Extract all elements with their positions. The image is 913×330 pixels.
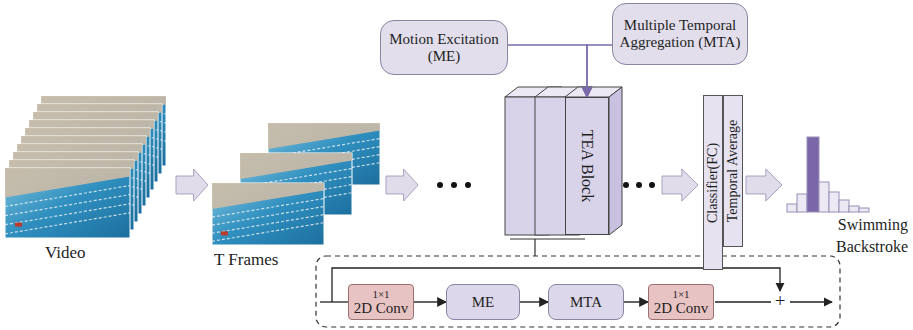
connector-arrow [508, 45, 587, 97]
class-bar [787, 204, 797, 212]
output-arrow [790, 301, 832, 302]
node-text: ME [472, 294, 495, 311]
class-bar [839, 200, 849, 212]
swimmer [221, 231, 228, 235]
pool-deck [268, 123, 380, 149]
connector-arrow [414, 301, 446, 302]
slab-side [609, 87, 622, 235]
input-label: Video [45, 243, 125, 263]
conv-box: 1×12D Conv [348, 284, 414, 320]
node-text: Temporal Average [726, 120, 740, 223]
node-text: TEA Block [579, 130, 595, 202]
lane-rope [212, 199, 324, 218]
tea-slab [565, 87, 622, 235]
ellipsis-dot [465, 182, 471, 188]
module-box: Multiple Temporal Aggregation (MTA) [612, 3, 748, 65]
connector-arrow [624, 301, 648, 302]
conv-box: 1×12D Conv [648, 284, 714, 320]
kernel-size: 1×1 [372, 288, 389, 300]
block-bracket [510, 239, 585, 256]
pool-deck [240, 153, 352, 179]
lane-rope [5, 195, 130, 216]
frame-image [5, 168, 130, 238]
node-text: MTA [570, 294, 602, 311]
flow-arrow [746, 169, 782, 201]
kernel-size: 1×1 [672, 288, 689, 300]
node-text: Motion Excitation (ME) [387, 31, 501, 65]
input-wire [320, 301, 348, 302]
dashed-detail-box [316, 256, 840, 327]
video-frame [5, 168, 130, 238]
node-text: Classifier(FC) [706, 142, 720, 222]
class-bar [829, 192, 839, 212]
class-bar [797, 194, 807, 212]
frames-label: T Frames [214, 250, 304, 270]
prediction-label: Swimming Backstroke [812, 214, 908, 258]
class-bar [819, 182, 829, 212]
swimmer [15, 223, 22, 227]
class-bar [859, 208, 869, 212]
ellipsis-dot [649, 182, 655, 188]
lane-rope [212, 215, 324, 234]
ellipsis-dot [437, 182, 443, 188]
sum-symbol: + [772, 290, 788, 312]
flow-arrow [662, 169, 698, 201]
node-text: Multiple Temporal Aggregation (MTA) [619, 17, 741, 51]
ellipsis-dot [636, 182, 642, 188]
pooling-bar: Temporal Average [723, 95, 743, 247]
lane-rope [5, 213, 130, 234]
classifier-bar: Classifier(FC) [703, 95, 723, 270]
top-class-bar [807, 137, 819, 212]
node-text: 2D Conv [354, 300, 409, 317]
pool-deck [5, 168, 130, 197]
lane-rope [212, 207, 324, 226]
video-frame [212, 183, 324, 245]
connector-arrow [587, 45, 612, 97]
module-box: ME [446, 284, 520, 320]
lane-rope [5, 186, 130, 207]
tea-block: TEA Block [565, 97, 609, 235]
lane-rope [212, 223, 324, 242]
pool-deck [212, 183, 324, 209]
frame-image [212, 183, 324, 245]
module-box: Motion Excitation (ME) [380, 20, 508, 75]
lane-rope [5, 204, 130, 225]
ellipsis-dot [623, 182, 629, 188]
class-bar [849, 206, 859, 212]
output-wire [715, 301, 771, 302]
flow-arrow [386, 169, 418, 201]
flow-arrow [176, 169, 208, 201]
module-box: MTA [548, 284, 624, 320]
connector-arrow [520, 301, 548, 302]
ellipsis-dot [451, 182, 457, 188]
node-text: 2D Conv [654, 300, 709, 317]
